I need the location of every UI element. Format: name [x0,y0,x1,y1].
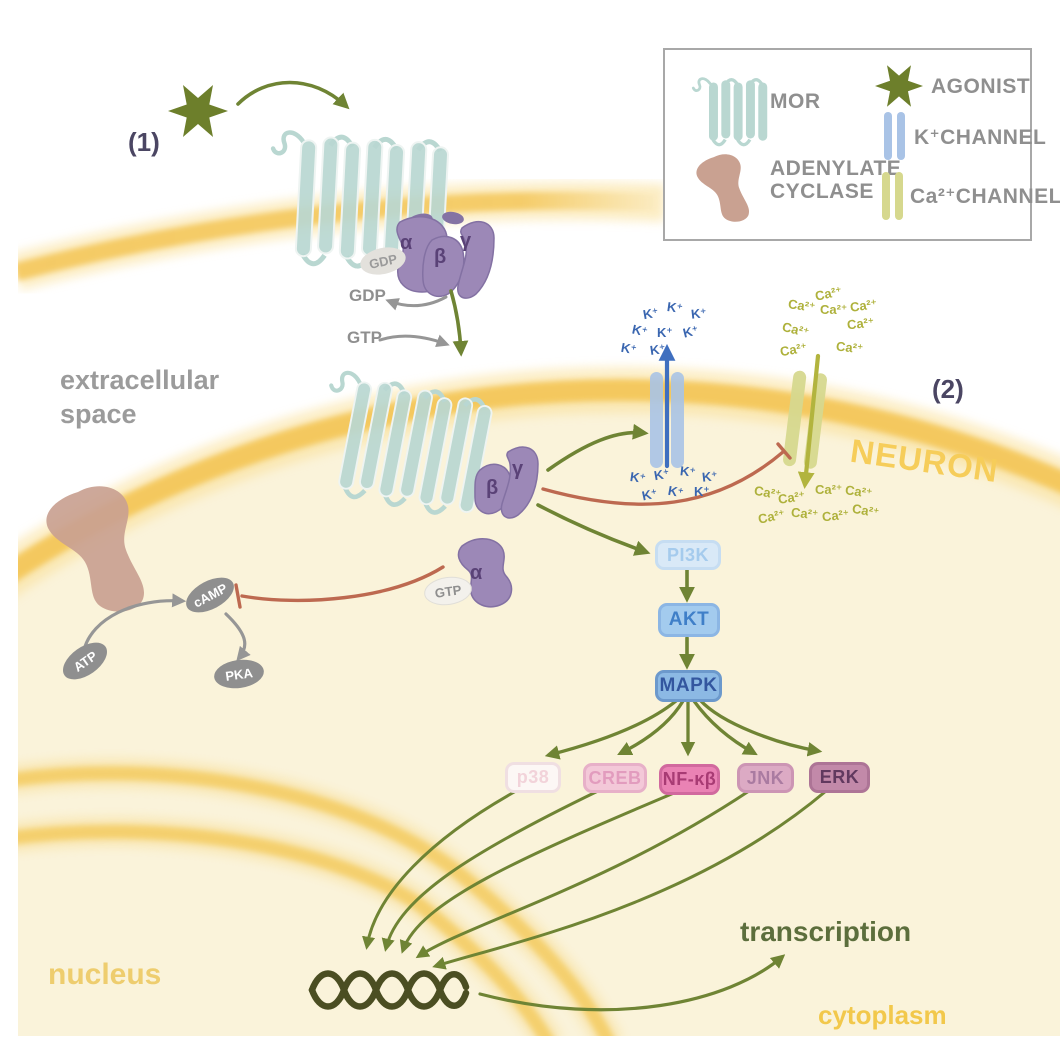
step-1-marker: (1) [128,127,160,157]
mor-receptor-icon [691,77,768,147]
agonist-star-icon [875,65,923,107]
arrows [82,80,828,1012]
gtp-free-label: GTP [347,328,382,347]
k-channel-icon [884,112,905,160]
k-ion: K⁺ [640,485,659,504]
adenylate-cyclase-shape [46,486,145,612]
ca-ion: Ca²⁺ [846,314,875,333]
gdp-released-label: GDP [349,286,386,305]
cytoplasm-label: cytoplasm [818,1000,947,1030]
creb-node: CREB [583,763,647,793]
ca-ion: Ca²⁺ [815,482,843,497]
pi3k-node: PI3K [655,540,721,570]
erk-node: ERK [809,762,870,793]
k-ion: K⁺ [690,305,708,322]
k-ion: K⁺ [694,484,710,499]
dna-helix [308,970,470,1010]
legend-adenylate-label: ADENYLATE CYCLASE [770,157,902,204]
beta-subunit-label: β [434,246,447,268]
ca-ion: Ca²⁺ [820,302,848,317]
ca-ion: Ca²⁺ [835,338,864,357]
legend-ca-channel-label: Ca²⁺CHANNEL [910,185,1060,208]
nucleus-label: nucleus [48,958,162,991]
ca-channel-icon [882,172,903,220]
upper-membrane-arc [18,181,666,291]
k-ion: K⁺ [648,340,667,359]
legend: MOR ADENYLATE CYCLASE AGONIST K⁺CHANNEL … [663,48,1060,241]
legend-k-channel-label: K⁺CHANNEL [914,126,1047,149]
beta-subunit-label-2: β [486,477,499,499]
beta-gamma-subunits [474,446,539,519]
p38-node: p38 [505,762,561,793]
ca-ion: Ca²⁺ [790,504,819,523]
gamma-subunit-label: γ [460,230,472,252]
adenylate-cyclase-icon [696,154,750,222]
k-ion: K⁺ [666,298,684,317]
nuclear-envelope [18,758,623,1036]
k-ion: K⁺ [629,468,647,487]
k-ion: K⁺ [630,321,650,340]
agonist-star [168,85,228,137]
plasma-membrane [18,367,1060,596]
alpha-subunit-label: α [400,232,413,254]
k-ion: K⁺ [657,325,673,340]
jnk-node: JNK [737,763,794,793]
k-ion: K⁺ [641,304,660,323]
k-ion: K⁺ [666,482,685,501]
mapk-node: MAPK [655,670,722,702]
step-2-marker: (2) [932,374,964,404]
cell-body [18,181,1060,1036]
g-protein-trimer [396,211,495,299]
legend-agonist-label: AGONIST [931,75,1031,98]
transcription-label: transcription [740,916,912,947]
ca-ion: Ca²⁺ [821,506,850,525]
extracellular-space-label: extracellular space [60,365,220,429]
nfkb-node: NF-κβ [659,764,720,795]
legend-mor-label: MOR [770,90,821,113]
gamma-subunit-label-2: γ [512,458,524,480]
alpha-subunit-label-2: α [470,562,483,584]
k-ion: K⁺ [619,339,638,358]
k-ion: K⁺ [679,463,697,480]
k-ion: K⁺ [652,465,671,484]
akt-node: AKT [658,603,720,637]
